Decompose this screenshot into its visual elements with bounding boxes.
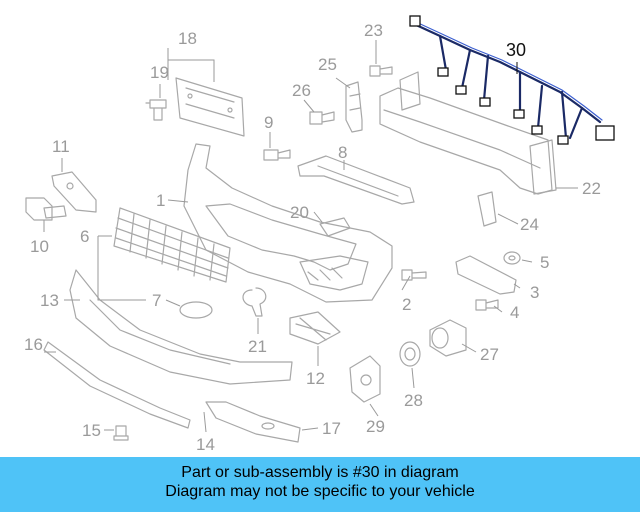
part-7-emblem [179, 301, 213, 319]
label-30: 30 [506, 40, 526, 60]
label-25: 25 [318, 55, 337, 74]
banner-line-1: Part or sub-assembly is #30 in diagram [181, 464, 459, 481]
label-23: 23 [364, 21, 383, 40]
label-19: 19 [150, 63, 169, 82]
label-20: 20 [290, 203, 309, 222]
label-22: 22 [582, 179, 601, 198]
label-7: 7 [152, 291, 161, 310]
label-15: 15 [82, 421, 101, 440]
label-16: 16 [24, 335, 43, 354]
part-13-lower-spoiler [69, 269, 293, 385]
label-9: 9 [264, 113, 273, 132]
part-30-wiring-harness[interactable] [409, 15, 615, 145]
part-26-bolt [309, 111, 335, 125]
label-21: 21 [248, 337, 267, 356]
part-8-reinforcement [297, 155, 415, 205]
label-26: 26 [292, 81, 311, 100]
part-15-clip [113, 425, 129, 441]
label-1: 1 [156, 191, 165, 210]
part-29-bracket [349, 355, 381, 403]
label-24: 24 [520, 215, 539, 234]
part-12-fog-grille [289, 311, 341, 345]
part-20-cap [319, 217, 351, 237]
parts-diagram: 1 2 3 4 5 6 7 8 9 10 11 12 13 14 15 16 1… [24, 15, 615, 454]
part-9-bolt [263, 149, 291, 161]
part-19-clip [145, 99, 167, 121]
part-21-hook [242, 287, 267, 317]
part-27-sensor [429, 319, 467, 357]
label-10: 10 [30, 237, 49, 256]
part-16-strip [43, 341, 191, 429]
part-18-license-bracket [175, 77, 245, 137]
label-28: 28 [404, 391, 423, 410]
label-5: 5 [540, 253, 549, 272]
part-17-trim [205, 401, 301, 443]
part-6-lower-grille [113, 207, 231, 283]
part-1-bumper-cover [183, 143, 393, 303]
part-2-screw [401, 269, 427, 281]
part-4-bolt [475, 299, 499, 311]
callout-labels: 1 2 3 4 5 6 7 8 9 10 11 12 13 14 15 16 1… [24, 21, 601, 454]
label-27: 27 [480, 345, 499, 364]
part-28-ring [399, 341, 421, 367]
label-8: 8 [338, 143, 347, 162]
part-23-bolt [369, 65, 393, 77]
part-10-bracket [25, 197, 67, 221]
label-13: 13 [40, 291, 59, 310]
label-6: 6 [80, 227, 89, 246]
label-3: 3 [530, 283, 539, 302]
label-4: 4 [510, 303, 519, 322]
label-11: 11 [52, 137, 70, 156]
part-5-grommet [503, 251, 521, 265]
part-22-impact-bar [379, 71, 557, 195]
label-2: 2 [402, 295, 411, 314]
info-banner: Part or sub-assembly is #30 in diagram D… [0, 457, 640, 512]
part-3-bracket [455, 255, 517, 295]
label-18: 18 [178, 29, 197, 48]
label-17: 17 [322, 419, 341, 438]
leader-lines [43, 40, 578, 433]
banner-line-2: Diagram may not be specific to your vehi… [165, 483, 475, 500]
part-24-bracket [477, 191, 497, 227]
label-14: 14 [196, 435, 215, 454]
label-29: 29 [366, 417, 385, 436]
part-11-bracket [51, 171, 97, 213]
part-25-bracket [345, 81, 363, 133]
label-12: 12 [306, 369, 325, 388]
